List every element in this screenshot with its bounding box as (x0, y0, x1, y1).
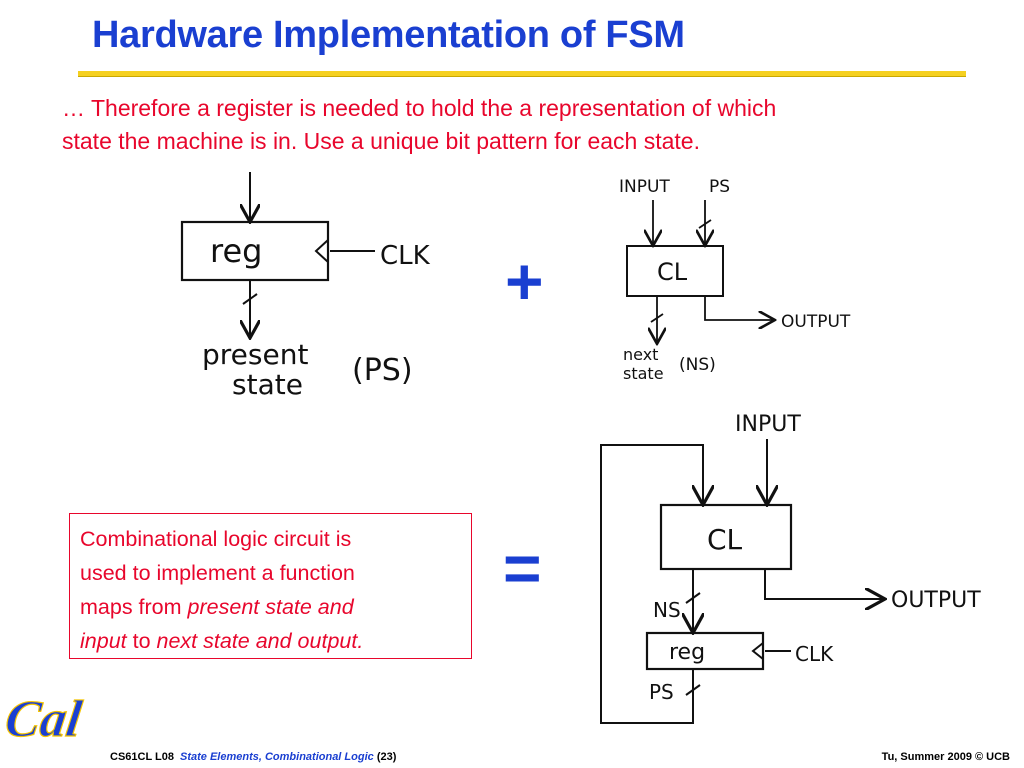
register-diagram: reg CLK present state (PS) (180, 172, 431, 401)
cl-diagram: INPUT PS CL OUTPUT next state (NS) (619, 177, 851, 383)
fsm-cl-label: CL (707, 523, 743, 556)
fsm-ns-tick (685, 592, 701, 604)
fsm-reg-box (645, 631, 765, 671)
cl-box (626, 245, 724, 297)
footer-course: CS61CL L08 (110, 751, 174, 763)
cl-output-wire (704, 296, 773, 320)
cal-logo: Cal (1, 690, 86, 749)
footer-right: Tu, Summer 2009 © UCB (881, 751, 1010, 763)
fsm-clock-triangle (751, 642, 764, 660)
fsm-output-wire (764, 569, 883, 599)
reg-output-label-1: present (202, 338, 308, 371)
cl-box-label: CL (657, 258, 688, 286)
cl-ns-tick (650, 313, 664, 323)
cl-ns-abbrev: (NS) (679, 355, 716, 375)
cal-logo-text: Cal (2, 690, 86, 748)
callout-line-1: Combinational logic circuit is (80, 527, 352, 551)
cl-ps-tick (698, 219, 712, 229)
footer-page: (23) (376, 751, 397, 763)
footer-left: CS61CL L08 State Elements, Combinational … (110, 751, 396, 763)
fsm-input-label: INPUT (735, 412, 801, 437)
intro-line-2: state the machine is in. Use a unique bi… (62, 128, 700, 154)
callout-text-4a: input (80, 629, 127, 653)
slide-title: Hardware Implementation of FSM (92, 14, 685, 56)
plus-symbol: + (505, 244, 544, 318)
title-underline (78, 71, 966, 77)
cl-ps-label: PS (709, 177, 730, 197)
fsm-cl-box (659, 503, 793, 571)
reg-output-label-2: state (232, 368, 303, 401)
fsm-reg-label: reg (669, 640, 705, 665)
callout-text-4c: next state and output. (156, 629, 364, 653)
reg-output-abbrev: (PS) (352, 353, 413, 388)
callout-line-4: input to next state and output. (80, 624, 463, 658)
reg-box (180, 220, 330, 282)
callout-text-3a: maps from (80, 595, 188, 619)
callout-box: Combinational logic circuit is used to i… (69, 513, 472, 659)
intro-line-1: … Therefore a register is needed to hold… (62, 95, 777, 121)
fsm-output-label: OUTPUT (891, 588, 981, 613)
callout-text-3b: present state and (187, 595, 354, 619)
footer-topic: State Elements, Combinational Logic (180, 751, 374, 763)
callout-text-4b: to (126, 629, 157, 653)
fsm-ps-label: PS (649, 680, 674, 704)
callout-line-3: maps from present state and (80, 590, 463, 624)
callout-line-2: used to implement a function (80, 561, 355, 585)
cl-input-label: INPUT (619, 177, 670, 197)
intro-text: … Therefore a register is needed to hold… (62, 92, 972, 158)
fsm-feedback-loop (600, 444, 703, 724)
fsm-ns-label: NS (653, 598, 681, 622)
cl-ns-label-1: next (623, 345, 658, 364)
cl-ns-label-2: state (623, 364, 664, 383)
equals-symbol: = (503, 531, 542, 605)
fsm-diagram: INPUT CL OUTPUT NS reg CLK PS (600, 412, 981, 724)
fsm-clk-label: CLK (795, 642, 834, 666)
reg-clk-label: CLK (380, 241, 431, 271)
reg-bus-tick (242, 293, 258, 305)
cl-output-label: OUTPUT (781, 312, 851, 332)
reg-clock-triangle (314, 239, 329, 263)
reg-box-label: reg (210, 232, 262, 270)
